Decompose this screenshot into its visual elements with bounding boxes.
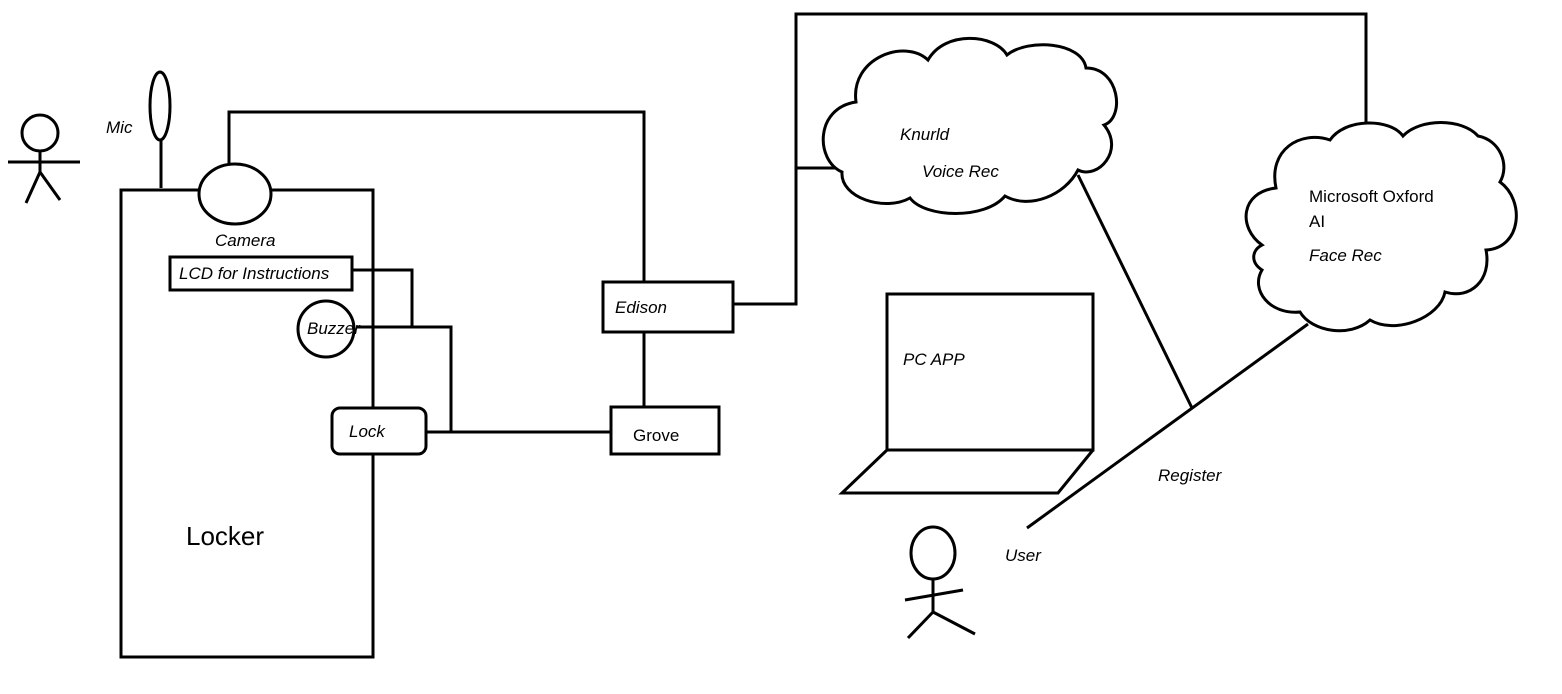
buzzer-icon [296, 299, 356, 359]
grove-label: Grove [633, 426, 679, 445]
pc-app-label: PC APP [903, 350, 965, 369]
lock-label: Lock [349, 422, 386, 441]
grove-box [609, 405, 721, 456]
edison-box [601, 280, 735, 334]
camera-icon [197, 162, 273, 226]
camera-label: Camera [215, 231, 275, 250]
edison-label: Edison [615, 298, 667, 317]
mic-label: Mic [106, 118, 133, 137]
lcd-box [168, 255, 354, 292]
face-rec-label: Face Rec [1309, 246, 1382, 265]
buzzer-wire [357, 325, 453, 432]
knurld-register-line [1076, 174, 1194, 409]
oxford-label-line2: AI [1309, 212, 1325, 231]
knurld-cloud-icon [821, 36, 1118, 215]
person-icon-user [904, 525, 976, 640]
lcd-label: LCD for Instructions [179, 264, 330, 283]
microphone-icon [148, 70, 172, 188]
locker-label: Locker [186, 521, 264, 551]
edison-cloud-wire [733, 12, 1368, 306]
oxford-user-line [1026, 322, 1309, 530]
person-icon-left [8, 113, 80, 204]
oxford-cloud-icon [1244, 121, 1518, 333]
knurld-label: Knurld [900, 125, 950, 144]
camera-edison-wire [227, 110, 646, 282]
voice-rec-label: Voice Rec [922, 162, 999, 181]
user-label: User [1005, 546, 1042, 565]
oxford-label-line1: Microsoft Oxford [1309, 187, 1434, 206]
buzzer-label: Buzzer [307, 319, 361, 338]
lcd-wire [352, 268, 414, 327]
laptop-icon [838, 292, 1095, 495]
register-label: Register [1158, 466, 1223, 485]
